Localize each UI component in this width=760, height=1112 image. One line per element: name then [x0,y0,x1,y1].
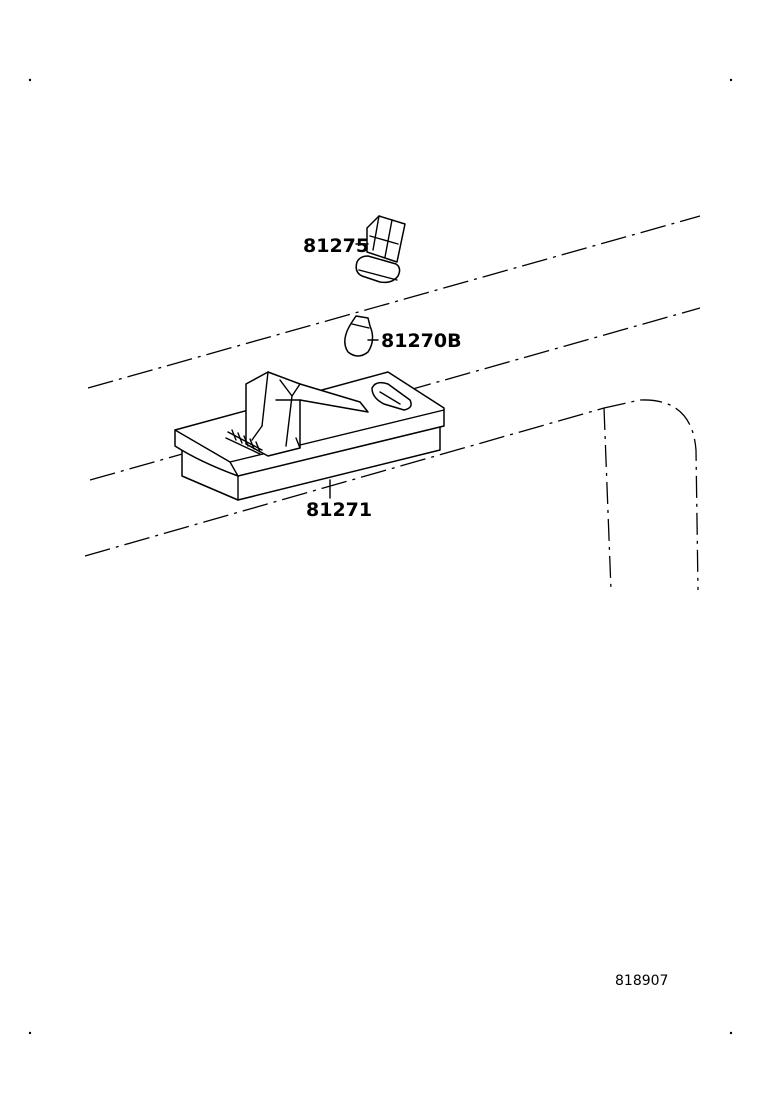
lamp-assembly-part-number: 81271 [306,499,372,521]
socket-part-number: 81275 [303,235,369,257]
lamp-assembly-illustration [174,371,445,501]
illustration-number: 818907 [615,973,668,989]
corner-marks [28,78,733,1035]
bulb-illustration [344,315,374,357]
bulb-part-number: 81270B [381,330,462,352]
leader-lines [329,243,379,499]
socket-illustration [355,215,406,284]
